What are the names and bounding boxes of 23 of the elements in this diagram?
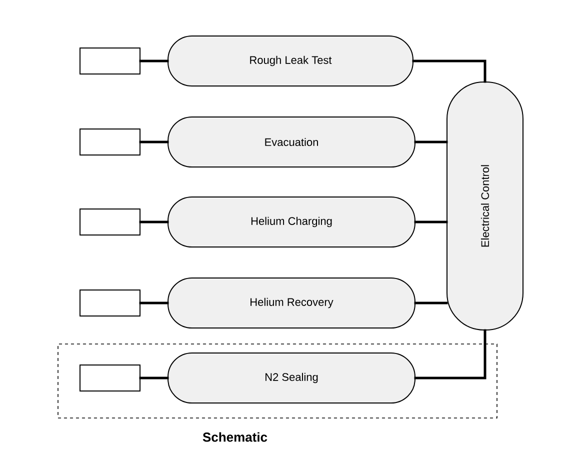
control-pill: Electrical Control <box>446 82 524 330</box>
caption: Schematic <box>202 432 268 442</box>
connector-line <box>139 60 169 62</box>
connector-line <box>412 60 486 83</box>
small-box <box>80 48 140 74</box>
connector-line <box>414 302 448 304</box>
connector-line <box>139 140 169 144</box>
process-pill: N2 Sealing <box>168 352 416 404</box>
dashed-group-box <box>58 344 498 418</box>
connector-line <box>139 376 169 380</box>
process-pill: Rough Leak Test <box>168 36 414 86</box>
connector-line <box>414 220 448 224</box>
process-pill: Helium Recovery <box>168 278 416 328</box>
small-box <box>80 208 140 236</box>
connector-line <box>139 220 169 224</box>
connector-line <box>414 329 486 380</box>
small-box <box>80 290 140 316</box>
process-pill: Evacuation <box>168 116 416 168</box>
small-box <box>80 128 140 156</box>
small-box <box>80 364 140 392</box>
connector-line <box>139 302 169 304</box>
process-pill: Helium Charging <box>168 196 416 248</box>
connector-line <box>414 140 448 144</box>
